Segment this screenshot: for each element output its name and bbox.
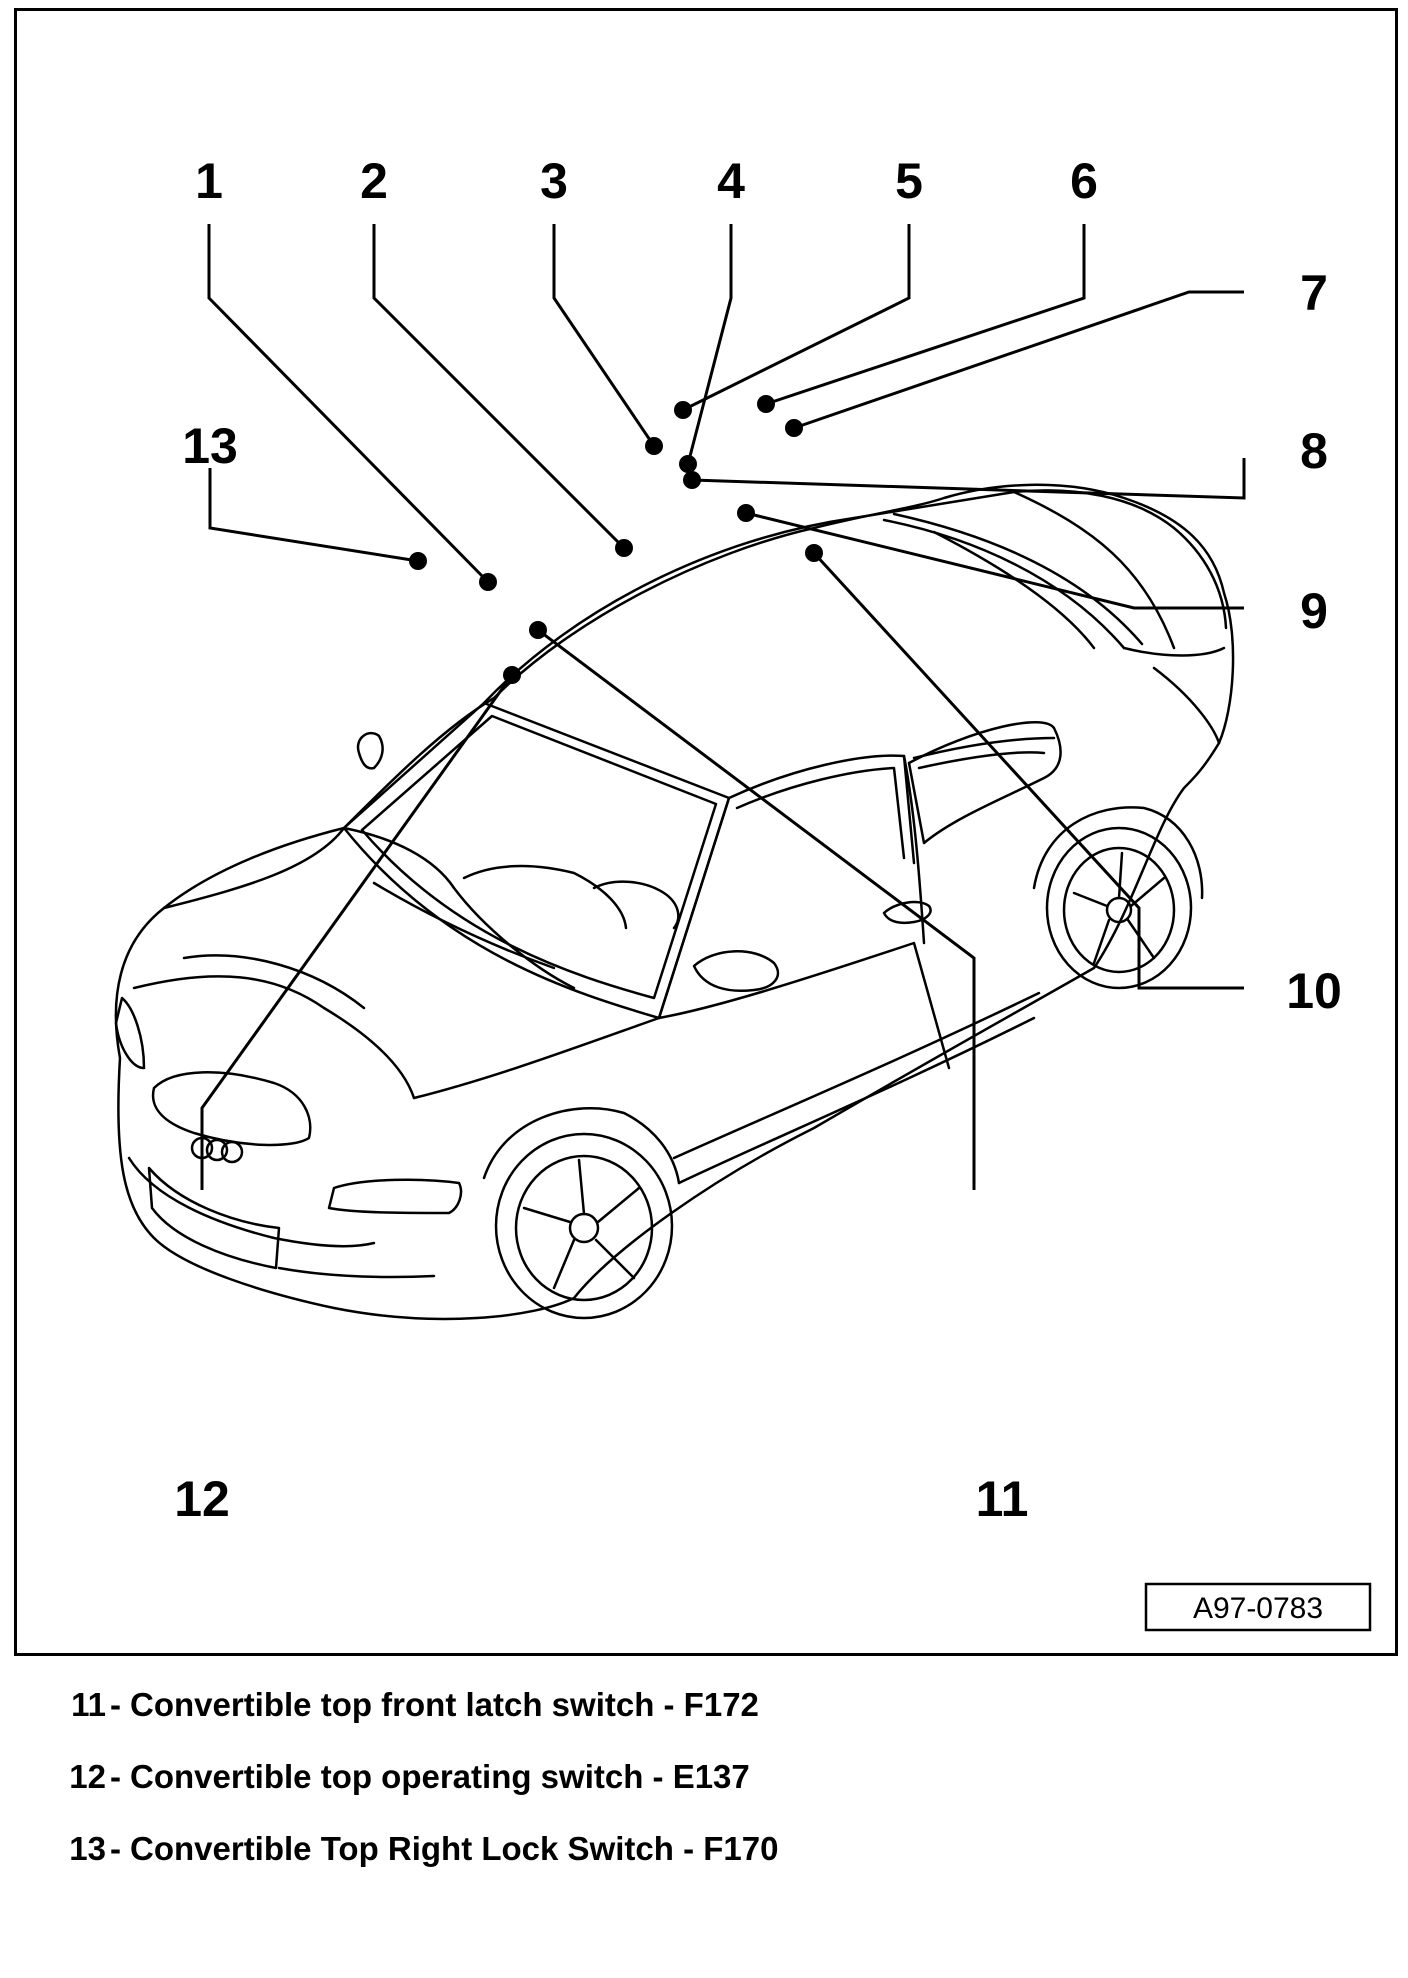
diagram-frame: 1 2 3 4 5 6 7 8 9 10 11 12 13 A97-0783 (14, 8, 1398, 1656)
callout-label-1: 1 (195, 153, 223, 209)
legend-item-number: 12 (69, 1758, 106, 1795)
callout-label-10: 10 (1286, 963, 1342, 1019)
leader-lines (200, 224, 1246, 1190)
legend-item-number: 11 (71, 1686, 106, 1723)
callout-label-6: 6 (1070, 153, 1098, 209)
legend-item: 11 - Convertible top front latch switch … (28, 1684, 788, 1726)
callout-label-7: 7 (1300, 265, 1328, 321)
reference-code: A97-0783 (1193, 1592, 1323, 1625)
callout-label-8: 8 (1300, 423, 1328, 479)
callout-label-13: 13 (182, 418, 238, 474)
car-illustration (114, 483, 1235, 1321)
legend-dash: - (110, 1830, 121, 1867)
legend-item: 13 - Convertible Top Right Lock Switch -… (28, 1828, 788, 1870)
callout-label-2: 2 (360, 153, 388, 209)
reference-code-box: A97-0783 (1144, 1582, 1372, 1632)
callout-label-12: 12 (174, 1471, 230, 1527)
callout-label-4: 4 (717, 153, 745, 209)
legend-item-text: Convertible top front latch switch - F17… (130, 1686, 759, 1723)
legend-dash: - (110, 1686, 121, 1723)
legend-item-number: 13 (69, 1830, 106, 1867)
callout-label-11: 11 (976, 1471, 1029, 1527)
legend-item-text: Convertible Top Right Lock Switch - F170 (130, 1830, 779, 1867)
callout-label-9: 9 (1300, 583, 1328, 639)
legend-item: 12 - Convertible top operating switch - … (28, 1756, 788, 1798)
callout-label-5: 5 (895, 153, 923, 209)
legend-dash: - (110, 1758, 121, 1795)
callout-labels: 1 2 3 4 5 6 7 8 9 10 11 12 13 (174, 153, 1342, 1527)
legend-item-text: Convertible top operating switch - E137 (130, 1758, 750, 1795)
legend: 11 - Convertible top front latch switch … (28, 1684, 788, 1900)
callout-label-3: 3 (540, 153, 568, 209)
callout-points (409, 395, 823, 684)
